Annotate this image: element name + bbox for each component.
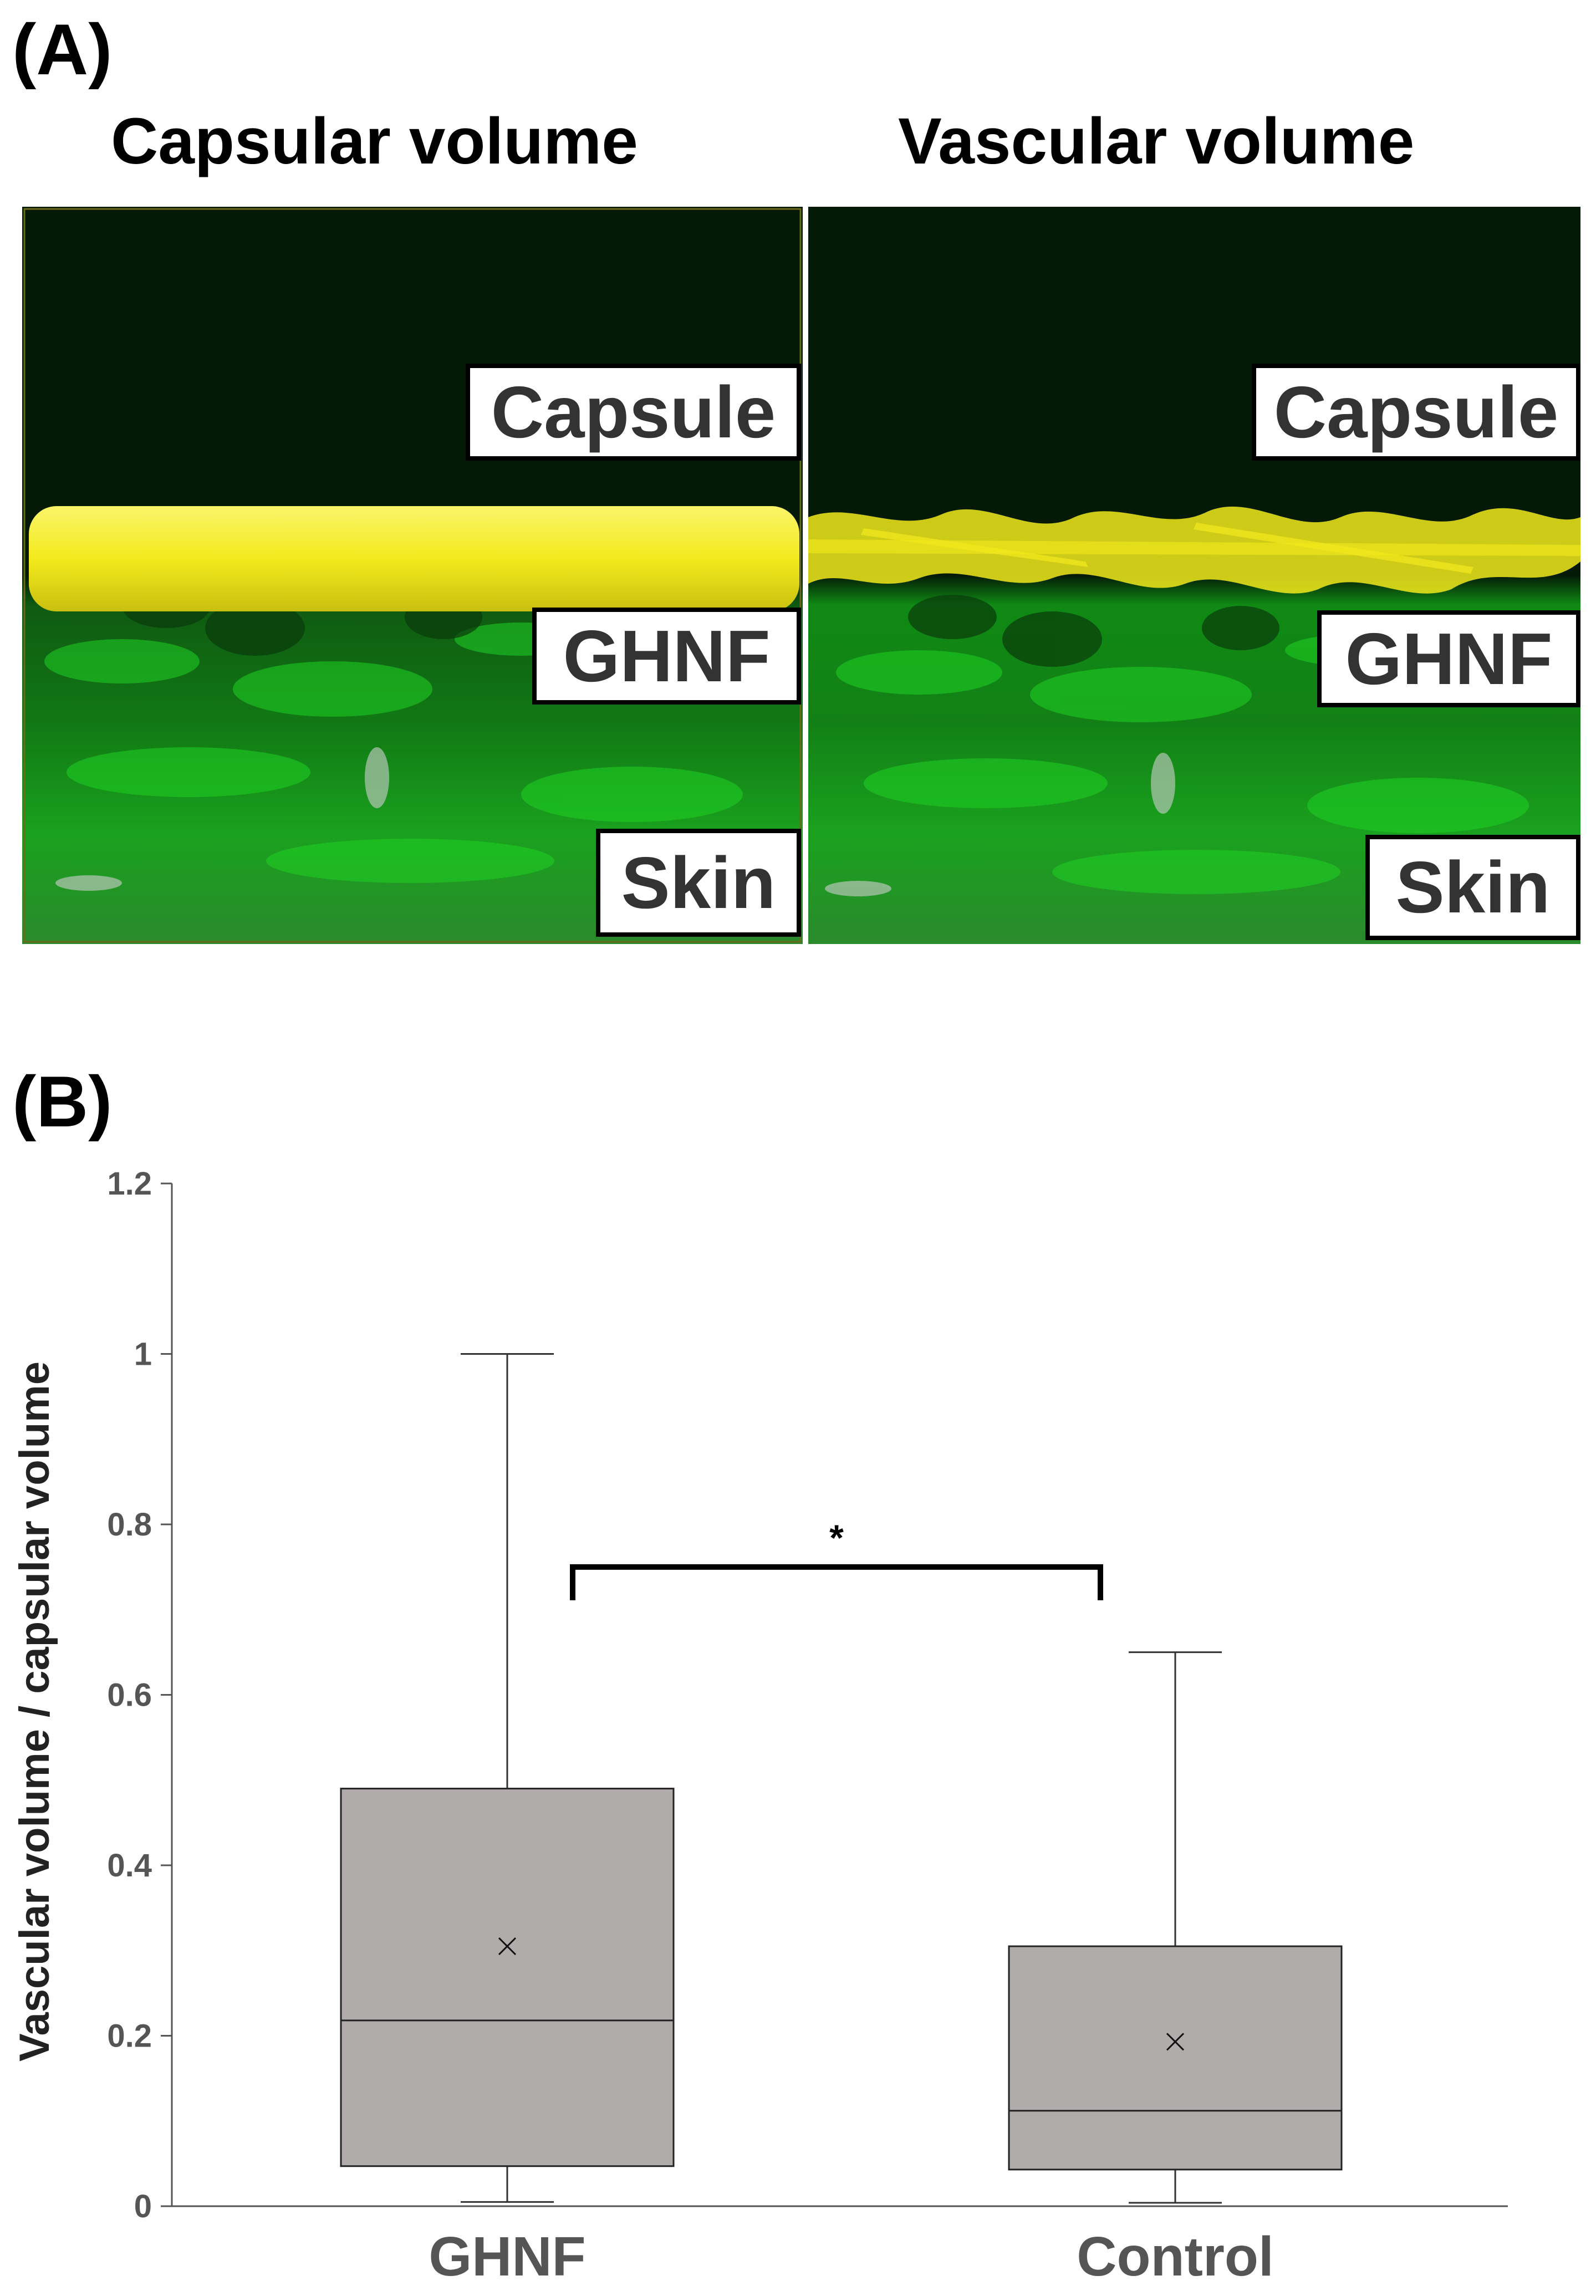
significance-bracket: [570, 1564, 1103, 1600]
ghnf-label-right: GHNF: [1317, 610, 1580, 707]
y-tick-label: 1.2: [107, 1166, 152, 1202]
y-tick-label: 0.8: [107, 1507, 152, 1543]
box-plot-chart: 0 0.2 0.4 0.6 0.8 1 1.2 GHNF Control * Vascular…: [11, 1166, 1508, 2288]
capsule-label-left: Capsule: [466, 364, 801, 461]
capsule-label-right: Capsule: [1252, 364, 1580, 461]
significance-annotation: *: [570, 1517, 1103, 1600]
significance-label: *: [829, 1517, 844, 1558]
y-tick-label: 0.4: [107, 1848, 152, 1884]
category-label: Control: [1077, 2226, 1273, 2288]
capsular-volume-micrograph: Capsule GHNF Skin: [22, 207, 803, 944]
y-tick-label: 0: [134, 2188, 152, 2224]
vascular-volume-micrograph: Capsule GHNF Skin: [808, 207, 1580, 944]
skin-label-left: Skin: [596, 829, 801, 937]
capsular-volume-title: Capsular volume: [111, 105, 638, 178]
panel-a-letter: (A): [12, 9, 113, 90]
vascular-micrograph-image: [808, 207, 1580, 944]
y-tick-label: 1: [134, 1336, 152, 1373]
ghnf-label-left: GHNF: [532, 608, 801, 705]
mean-marker: [1166, 2033, 1185, 2051]
iqr-box: [340, 1788, 675, 2167]
skin-label-right: Skin: [1365, 835, 1580, 940]
box-plot-series: GHNF Control: [340, 1353, 1343, 2288]
mean-marker: [498, 1937, 517, 1956]
capsular-micrograph-image: [22, 207, 803, 944]
panel-b-letter: (B): [12, 1061, 113, 1142]
category-label: GHNF: [429, 2226, 585, 2288]
iqr-box: [1008, 1945, 1343, 2171]
vascular-volume-title: Vascular volume: [898, 105, 1415, 178]
y-axis-title: Vascular volume / capsular volume: [11, 1361, 58, 2062]
y-tick-label: 0.6: [107, 1677, 152, 1713]
y-axis: 0 0.2 0.4 0.6 0.8 1 1.2: [107, 1166, 1508, 2224]
y-tick-label: 0.2: [107, 2018, 152, 2054]
